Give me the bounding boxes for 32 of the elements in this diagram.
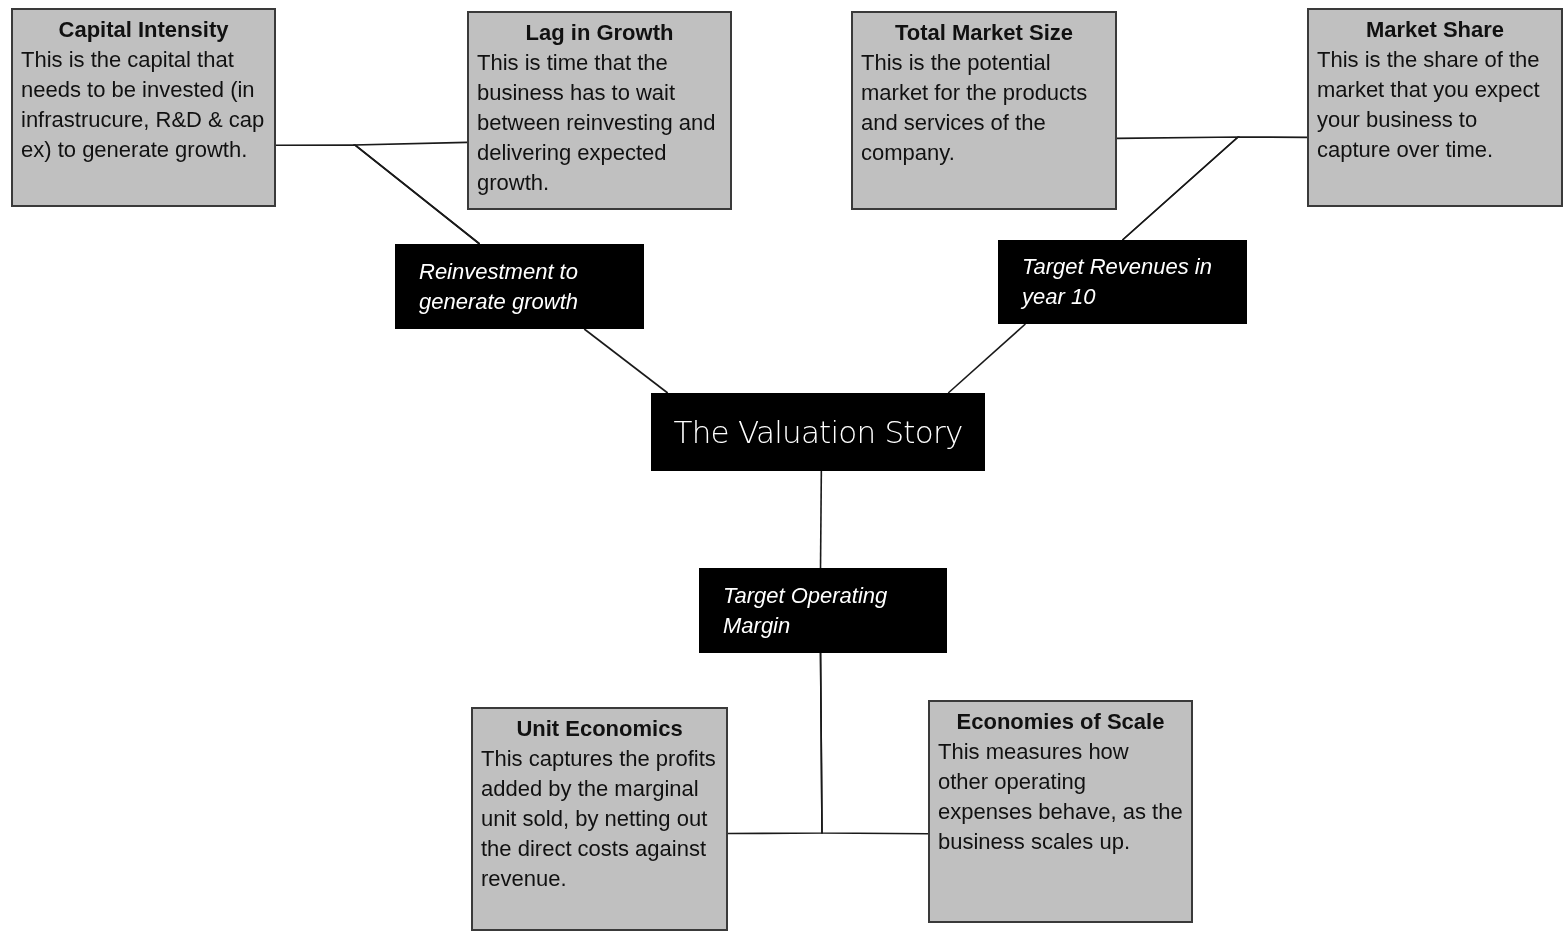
- connector-line: [1121, 136, 1308, 241]
- connector-line: [819, 652, 929, 835]
- connector-line: [947, 323, 1027, 394]
- connector-line: [819, 470, 823, 569]
- info-box: [928, 700, 1193, 923]
- driver-box: [998, 240, 1247, 324]
- box-description: This is the capital that needs to be invested (in infrastrucure, R&D & cap ex) to generate growth.: [21, 46, 266, 164]
- info-box: [851, 11, 1117, 210]
- central-title: The Valuation Story: [673, 412, 963, 452]
- box-heading: Unit Economics: [515, 715, 684, 743]
- connector-line: [583, 328, 669, 394]
- box-description: This measures how other operating expenses behave, as the business scales up.: [938, 738, 1183, 856]
- driver-label: Target Operating Margin: [723, 581, 889, 640]
- driver-label: Reinvestment to generate growth: [419, 257, 579, 316]
- box-description: This is the potential market for the products and services of the company.: [861, 49, 1089, 167]
- info-box: [11, 8, 276, 207]
- box-description: This is the share of the market that you expect your business to capture over time.: [1317, 46, 1541, 164]
- driver-box: [395, 244, 644, 329]
- driver-box: [699, 568, 947, 653]
- box-heading: Total Market Size: [893, 19, 1075, 47]
- box-description: This captures the profits added by the marginal unit sold, by netting out the direct costs against revenue.: [481, 745, 717, 893]
- box-heading: Market Share: [1364, 16, 1506, 44]
- box-heading: Capital Intensity: [57, 16, 230, 44]
- info-box: [467, 11, 732, 210]
- box-description: This is time that the business has to wait between reinvesting and delivering expected growth.: [477, 49, 717, 197]
- info-box: [1307, 8, 1563, 207]
- driver-label: Target Revenues in year 10: [1022, 253, 1213, 311]
- box-heading: Lag in Growth: [524, 19, 675, 47]
- connector-line: [352, 141, 481, 245]
- box-heading: Economies of Scale: [955, 708, 1166, 736]
- central-box: [651, 393, 985, 471]
- info-box: [471, 707, 728, 931]
